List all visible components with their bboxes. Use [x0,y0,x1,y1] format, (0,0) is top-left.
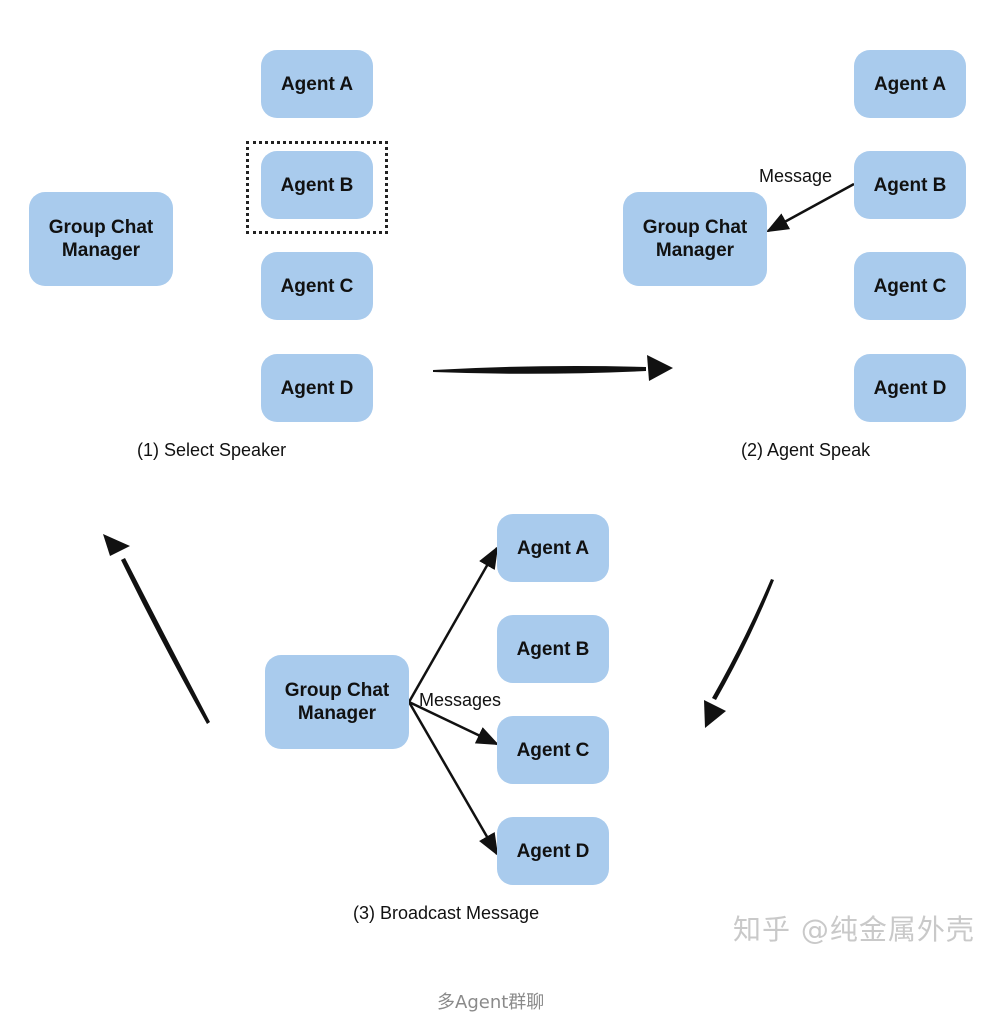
panel3-group-chat-manager: Group Chat Manager [265,655,409,749]
panel3-caption: (3) Broadcast Message [353,903,540,923]
message-arrow-agent-b-to-manager [766,182,855,233]
panel3-messages-label: Messages [419,690,502,710]
panel3-agent-b: Agent B [497,615,609,683]
panel3-manager-line1: Group Chat [284,680,390,701]
panel2-caption: (2) Agent Speak [741,440,871,460]
panel1-manager-line2: Manager [61,240,141,261]
panel2-agent-b: Agent B [854,151,966,219]
panel2-agent-c: Agent C [854,252,966,320]
transition-arrow-2-to-3 [704,579,774,728]
panel3-agent-c: Agent C [497,716,609,784]
panel1-caption: (1) Select Speaker [137,440,287,460]
transition-arrow-1-to-2 [433,355,673,381]
panel1-selected-speaker-highlight [246,141,388,234]
panel1-group-chat-manager: Group Chat Manager [29,192,173,286]
panel2-manager-line2: Manager [655,240,735,261]
panel1-manager-line1: Group Chat [48,217,154,238]
panel1-agent-b: Agent B [261,151,373,219]
panel3-agent-d: Agent D [497,817,609,885]
panel1-agent-a: Agent A [261,50,373,118]
panel1-agent-d: Agent D [261,354,373,422]
figure-caption: 多Agent群聊 [437,992,545,1013]
panel1-agent-c: Agent C [261,252,373,320]
watermark: 知乎 @纯金属外壳 [733,913,975,946]
panel2-agent-d: Agent D [854,354,966,422]
panel2-agent-a: Agent A [854,50,966,118]
broadcast-arrow-to-agent-d [407,701,499,856]
panel2-manager-line1: Group Chat [642,217,748,238]
panel2-group-chat-manager: Group Chat Manager [623,192,767,286]
panel2-message-label: Message [759,166,833,186]
broadcast-arrow-to-agent-a [407,546,499,703]
transition-arrow-3-to-1 [103,534,210,724]
panel3-agent-a: Agent A [497,514,609,582]
panel3-manager-line2: Manager [297,703,377,724]
